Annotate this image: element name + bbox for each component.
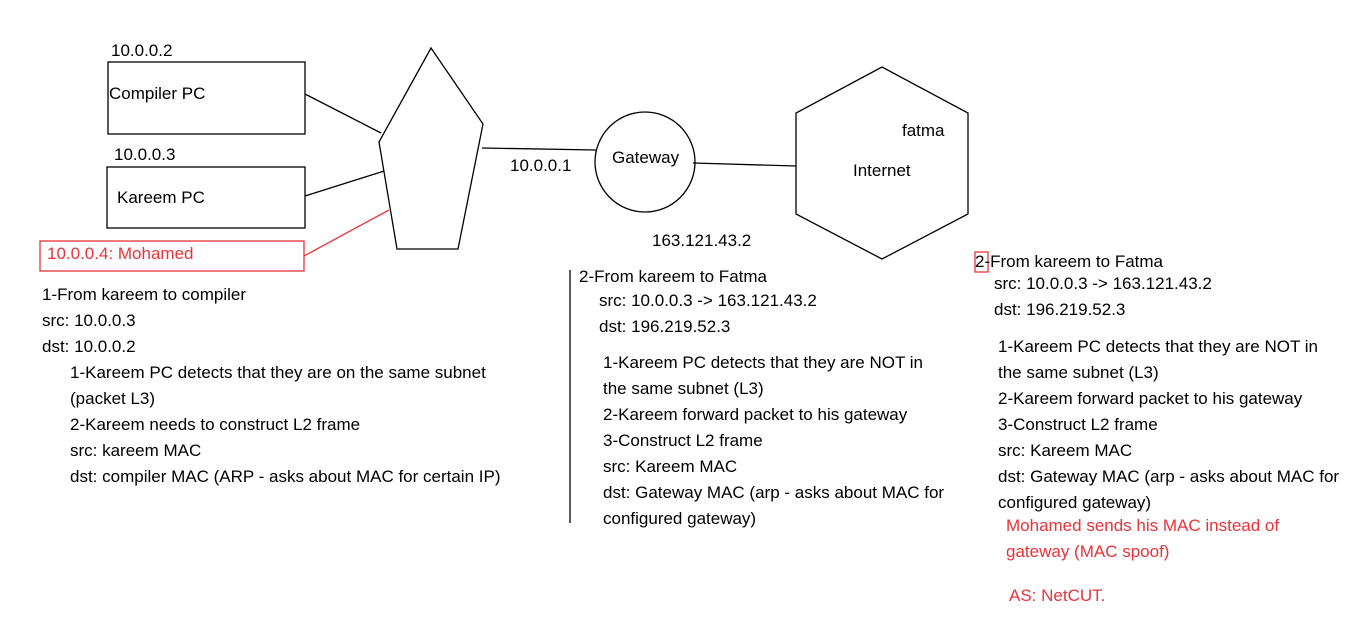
scenario1-step: 1-Kareem PC detects that they are on the… [70,363,486,382]
scenario1-step: src: kareem MAC [70,441,202,460]
scenario1-addresses: src: 10.0.0.3 dst: 10.0.0.2 [42,308,136,360]
link-compiler-switch [304,93,382,134]
gateway-lan-ip: 10.0.0.1 [510,156,572,175]
kareem-pc-ip: 10.0.0.3 [114,145,176,164]
scenario1-step: 2-Kareem needs to construct L2 frame [70,415,361,434]
compiler-pc-ip: 10.0.0.2 [111,41,173,60]
scenario2-step: 3-Construct L2 frame [603,431,763,450]
gateway-circle [594,111,696,213]
kareem-pc-box [106,166,306,229]
internet-label: Internet [853,161,911,180]
scenario1-src: src: 10.0.0.3 [42,311,136,330]
scenario1-step: dst: compiler MAC (ARP - asks about MAC … [70,467,501,486]
scenario1-title: 1-From kareem to compiler [42,285,247,304]
scenario1-dst: dst: 10.0.0.2 [42,337,136,356]
scenario3-step: src: Kareem MAC [998,441,1133,460]
scenario2-step: configured gateway) [603,509,757,528]
scenario3-number: 2 [975,252,985,271]
kareem-pc-label: Kareem PC [117,188,205,207]
number-highlight-box [974,251,989,273]
internet-hexagon [795,66,969,260]
scenario2-dst: dst: 196.219.52.3 [599,317,731,336]
scenario2-step: the same subnet (L3) [603,379,764,398]
scenario3-tool: AS: NetCUT. [1009,586,1106,605]
compiler-pc-label: Compiler PC [109,84,206,103]
scenario3-attack: Mohamed sends his MAC instead of gateway… [1006,513,1279,565]
scenario2-title: 2-From kareem to Fatma [579,267,767,286]
scenario2-step: src: Kareem MAC [603,457,738,476]
internet-host-label: fatma [902,121,945,140]
scenario3-step: configured gateway) [998,493,1152,512]
scenario3-step: the same subnet (L3) [998,363,1159,382]
scenario3-src: src: 10.0.0.3 -> 163.121.43.2 [994,274,1212,293]
gateway-wan-ip: 163.121.43.2 [652,231,752,250]
compiler-pc-box [107,61,306,135]
scenario2-step: 2-Kareem forward packet to his gateway [603,405,908,424]
scenario2-step: dst: Gateway MAC (arp - asks about MAC f… [603,483,945,502]
scenario3-title-rest: -From kareem to Fatma [984,252,1164,271]
scenario2-step: 1-Kareem PC detects that they are NOT in [603,353,923,372]
link-switch-gateway [481,147,597,151]
scenario1-header: 1-From kareem to compiler [42,282,246,308]
scenario3-step: 1-Kareem PC detects that they are NOT in [998,337,1318,356]
scenario2-header: 2-From kareem to Fatma [579,264,767,290]
scenario3-addresses: src: 10.0.0.3 -> 163.121.43.2 dst: 196.2… [994,271,1212,323]
scenario3-dst: dst: 196.219.52.3 [994,300,1126,319]
scenario2-src: src: 10.0.0.3 -> 163.121.43.2 [599,291,817,310]
mohamed-label: 10.0.0.4: Mohamed [47,244,194,263]
scenario3-header: 2-From kareem to Fatma [975,249,1163,275]
scenario1-steps: 1-Kareem PC detects that they are on the… [70,360,500,490]
gateway-label: Gateway [612,148,680,167]
scenario3-step: 3-Construct L2 frame [998,415,1158,434]
scenario2-addresses: src: 10.0.0.3 -> 163.121.43.2 dst: 196.2… [599,288,817,340]
scenario3-attack-line: Mohamed sends his MAC instead of [1006,516,1280,535]
scenario3-title: 2-From kareem to Fatma [975,249,1163,275]
scenario3-attack-line: gateway (MAC spoof) [1006,542,1170,561]
scenario2-steps: 1-Kareem PC detects that they are NOT in… [603,350,971,532]
link-mohamed-switch [303,209,390,257]
switch-shape [378,46,484,250]
link-kareem-switch [304,170,385,197]
scenario3-step: dst: Gateway MAC (arp - asks about MAC f… [998,467,1340,486]
scenario1-step: (packet L3) [70,389,156,408]
scenario3-step: 2-Kareem forward packet to his gateway [998,389,1303,408]
link-gateway-internet [692,162,797,167]
scenario3-steps: 1-Kareem PC detects that they are NOT in… [998,334,1360,516]
